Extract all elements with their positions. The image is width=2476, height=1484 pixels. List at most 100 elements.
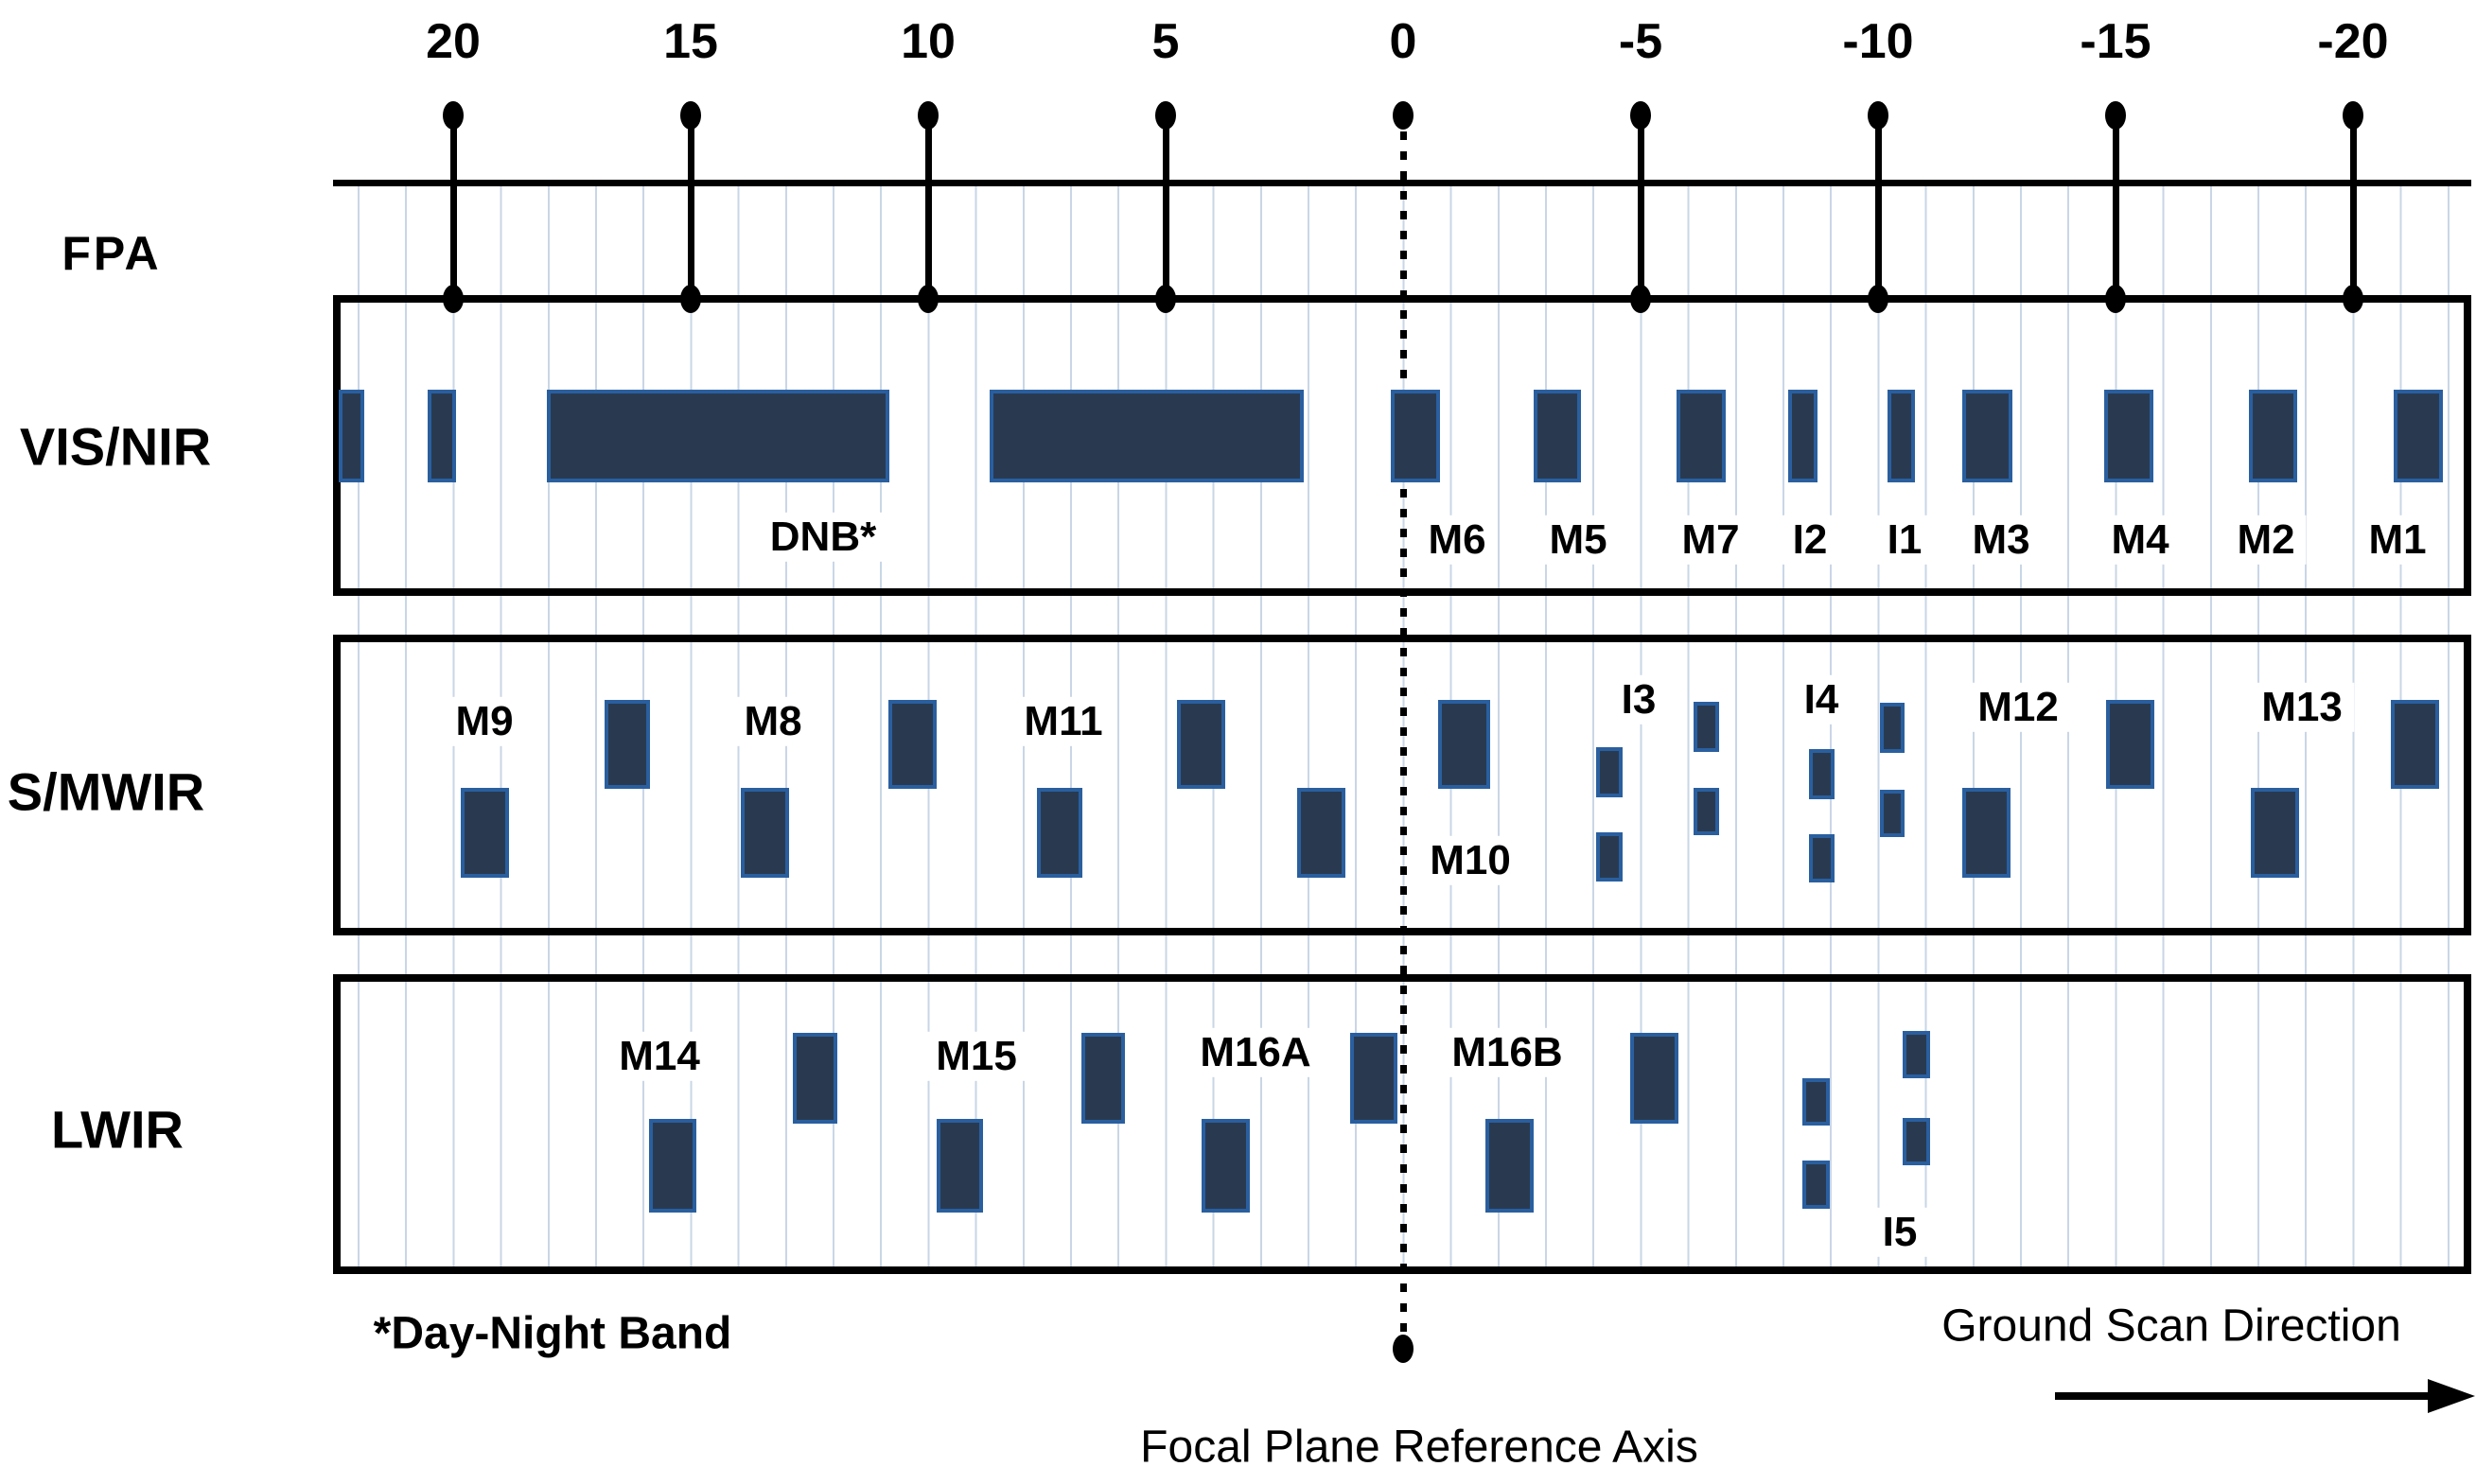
band-bar-M14 [793,1033,837,1124]
band-label-M2: M2 [2225,515,2307,566]
band-bar-M10 [1438,700,1490,789]
row-label-visnir: VIS/NIR [19,416,212,477]
axis-tick-line-5 [1163,112,1169,299]
band-bar-M3 [1962,390,2012,482]
band-bar-M10 [1297,788,1345,878]
band-bar-M15 [937,1119,983,1213]
band-bar-I4 [1880,790,1905,837]
band-bar-M11 [1037,788,1082,878]
focal-plane-reference-axis-label: Focal Plane Reference Axis [1140,1422,1698,1473]
band-bar-DNB [547,390,889,482]
axis-tick-top-dot-10 [918,101,939,130]
band-bar-M7 [1677,390,1726,482]
axis-tick-label-10: 10 [901,14,956,69]
ground-scan-arrow-line [2055,1392,2433,1400]
axis-tick-bottom-dot-10 [918,285,939,313]
band-bar-M11 [1177,700,1225,789]
axis-tick-label-15: 15 [663,14,718,69]
band-label-M14: M14 [607,1031,711,1082]
band-label-DNB: DNB* [758,512,888,563]
ground-scan-direction-label: Ground Scan Direction [1941,1301,2401,1352]
axis-tick-top-dot-15 [680,101,701,130]
band-bar-I2 [1788,390,1817,482]
fpa-label: FPA [61,227,162,280]
band-bar-M16A [1202,1119,1250,1213]
band-label-M3: M3 [1960,515,2042,566]
band-label-M11: M11 [1012,696,1115,747]
band-label-M16B: M16B [1440,1027,1574,1078]
band-bar-I5 [1903,1031,1930,1078]
axis-tick-top-dot-0 [1393,101,1414,130]
band-label-M13: M13 [2250,682,2354,733]
band-bar-M16B [1485,1119,1534,1213]
band-label-I1: I1 [1875,515,1934,566]
band-label-M6: M6 [1416,515,1498,566]
band-label-I5: I5 [1870,1207,1929,1258]
band-bar-I3 [1694,702,1719,752]
band-bar-M12 [1962,788,2011,878]
band-bar-M4 [2104,390,2153,482]
band-label-I2: I2 [1781,515,1839,566]
band-label-M15: M15 [924,1031,1028,1082]
band-bar-M12 [2106,700,2154,789]
band-bar-M13 [2391,700,2439,789]
axis-tick-line-0 [1400,112,1407,1337]
axis-tick-bottom-dot-20 [443,285,464,313]
band-bar-M5 [1534,390,1581,482]
band-bar-M8 [888,700,937,789]
band-label-M8: M8 [732,696,814,747]
axis-tick-top-dot--5 [1630,101,1651,130]
band-label-M7: M7 [1670,515,1751,566]
band-bar-I5 [1802,1078,1830,1126]
band-bar-M16B [1630,1033,1678,1124]
axis-tick-top-dot-20 [443,101,464,130]
band-bar-I3 [1596,832,1623,882]
band-label-M16A: M16A [1188,1027,1323,1078]
axis-tick-label--5: -5 [1618,14,1663,69]
band-label-M4: M4 [2099,515,2181,566]
band-bar-I3 [1596,747,1623,797]
band-label-M12: M12 [1966,682,2070,733]
band-bar-I1 [1888,390,1915,482]
row-label-lwir: LWIR [51,1099,184,1160]
band-bar-M8 [741,788,789,878]
band-bar-DNB [428,390,456,482]
axis-tick-bottom-dot--5 [1630,285,1651,313]
band-bar-I4 [1880,703,1905,753]
band-bar-M9 [461,788,509,878]
axis-tick-top-dot-5 [1155,101,1176,130]
axis-tick-line-10 [925,112,932,299]
axis-tick-bottom-dot--20 [2343,285,2363,313]
axis-tick-label--15: -15 [2080,14,2151,69]
ground-scan-arrow-head-icon [2428,1379,2475,1413]
axis-tick-label--10: -10 [1842,14,1914,69]
axis-tick-line-20 [450,112,457,299]
row-label-smwir: S/MWIR [7,761,205,822]
axis-tick-line--20 [2350,112,2357,299]
band-bar-M2 [2249,390,2297,482]
axis-tick-label-5: 5 [1151,14,1180,69]
axis-tick-line--10 [1875,112,1882,299]
axis-tick-bottom-dot--10 [1868,285,1888,313]
axis-tick-line--5 [1638,112,1644,299]
axis-tick-top-dot--10 [1868,101,1888,130]
band-label-M10: M10 [1418,835,1522,886]
band-label-M9: M9 [444,696,525,747]
axis-tick-label-0: 0 [1389,14,1417,69]
axis-tick-label-20: 20 [426,14,481,69]
band-bar-I4 [1809,834,1835,882]
axis-tick-top-dot--15 [2105,101,2126,130]
axis-tick-bottom-dot-0 [1393,1335,1414,1363]
axis-tick-bottom-dot-15 [680,285,701,313]
axis-tick-line--15 [2113,112,2119,299]
band-label-M1: M1 [2357,515,2438,566]
band-bar-M16A [1350,1033,1397,1124]
band-bar-I5 [1903,1118,1930,1165]
band-bar-I5 [1802,1161,1830,1209]
band-label-I4: I4 [1792,674,1851,725]
band-label-I3: I3 [1609,674,1668,725]
band-bar-M13 [2251,788,2299,878]
band-bar-M6 [1391,390,1440,482]
band-bar-DNB [990,390,1304,482]
